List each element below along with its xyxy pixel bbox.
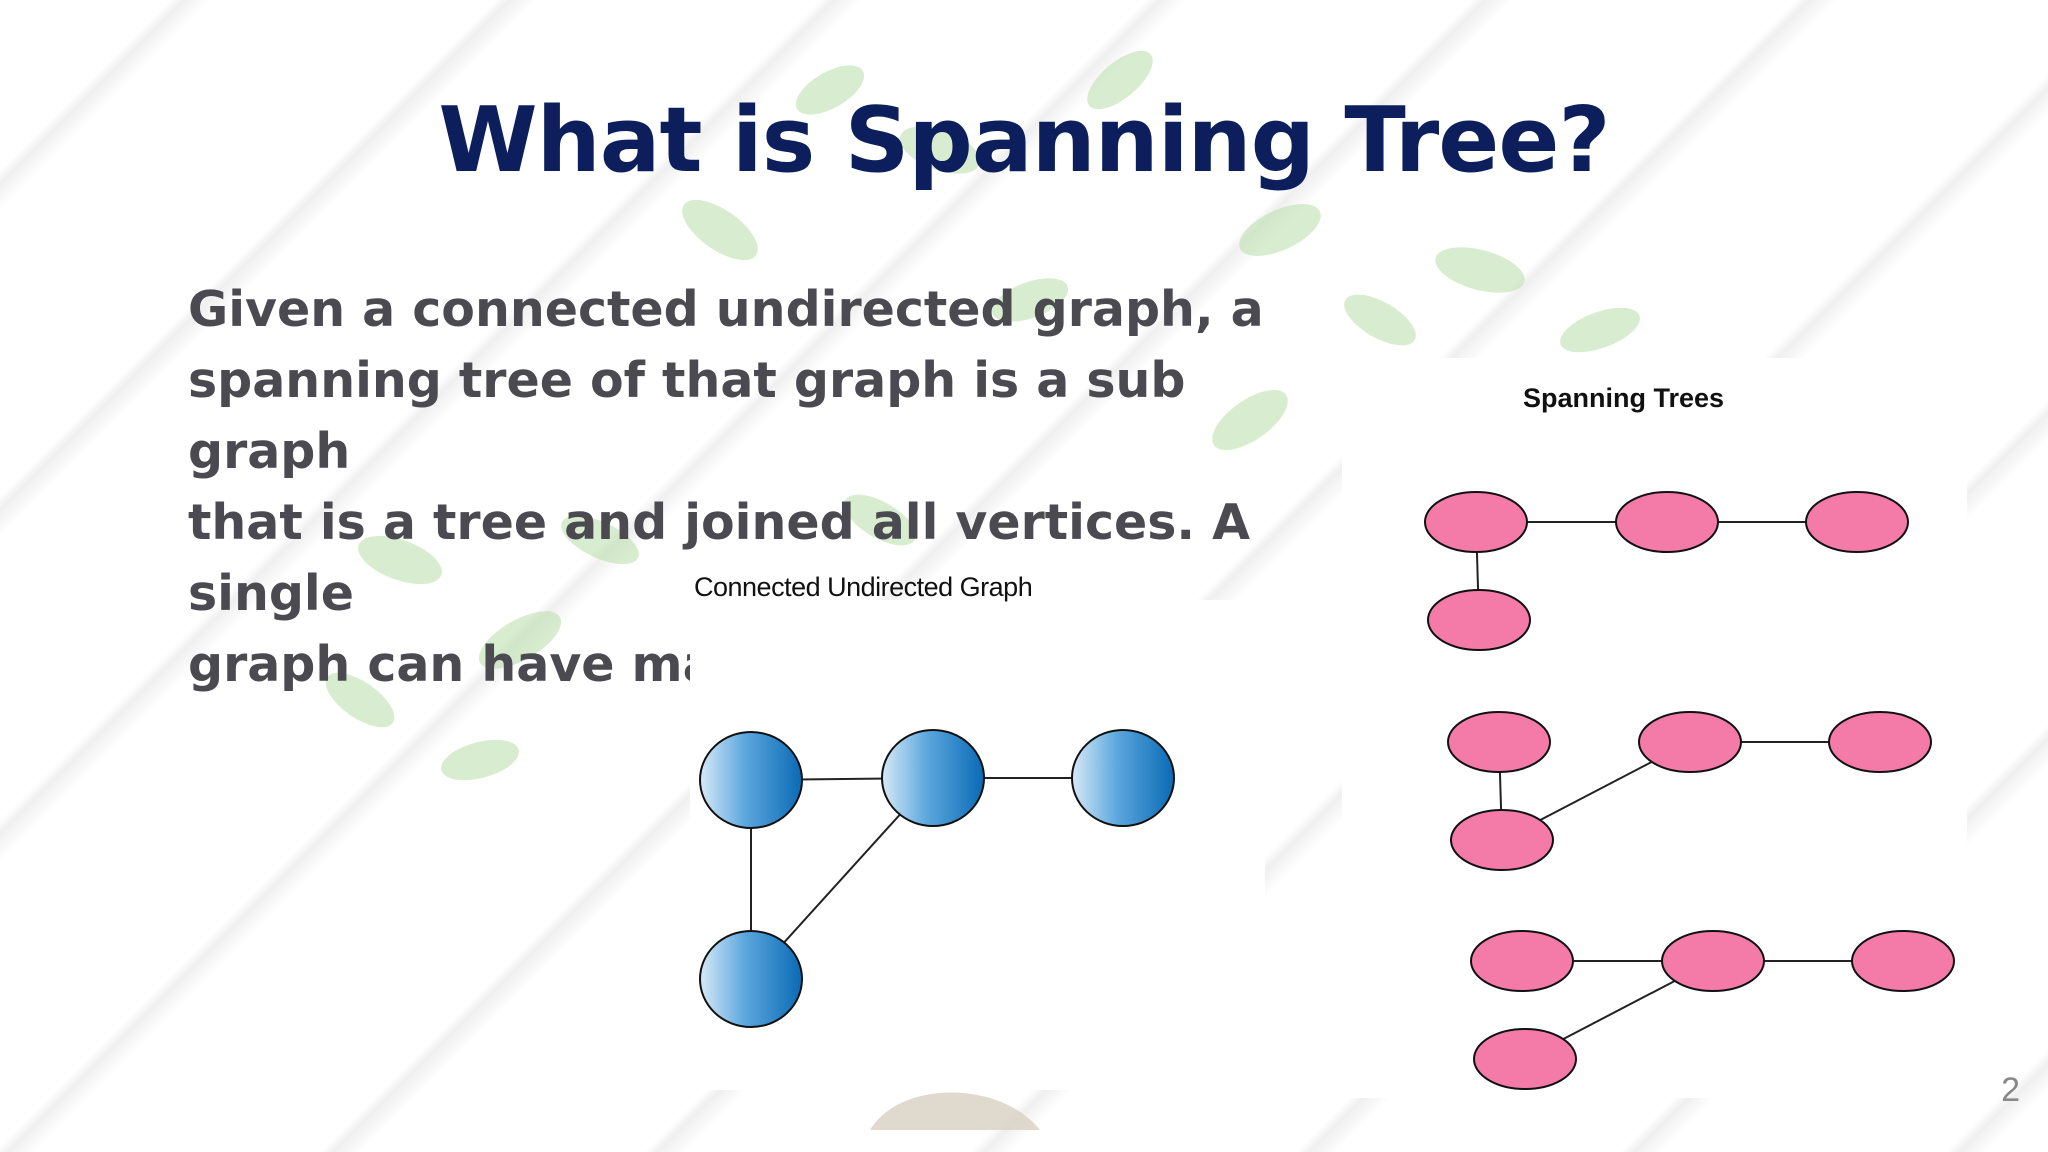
tree-node [1427, 589, 1531, 651]
graph-node [699, 731, 803, 829]
tree-node [1828, 711, 1932, 773]
tree-node [1638, 711, 1742, 773]
spanning-tree [1424, 491, 1909, 651]
graph-node [1071, 729, 1175, 827]
tree-node [1661, 930, 1765, 992]
tree-node [1447, 711, 1551, 773]
spanning-trees-group [1424, 491, 1955, 1090]
spanning-trees-caption: Spanning Trees [1523, 383, 1725, 413]
tree-node [1450, 809, 1554, 871]
definition-line: Given a connected undirected graph, a [188, 281, 1264, 338]
graph-node [881, 729, 985, 827]
spanning-tree [1447, 711, 1932, 871]
page-number: 2 [2001, 1071, 2020, 1109]
tree-node [1470, 930, 1574, 992]
tree-node [1805, 491, 1909, 553]
connected-graph-caption: Connected Undirected Graph [694, 572, 1033, 602]
definition-line: spanning tree of that graph is a sub gra… [188, 352, 1186, 480]
tree-node [1851, 930, 1955, 992]
graph-node [699, 930, 803, 1028]
spanning-tree [1470, 930, 1955, 1090]
tree-node [1615, 491, 1719, 553]
tree-node [1424, 491, 1528, 553]
tree-node [1473, 1028, 1577, 1090]
slide-title: What is Spanning Tree? [438, 88, 1610, 193]
connected-undirected-graph [699, 729, 1175, 1028]
definition-line: that is a tree and joined all vertices. … [188, 494, 1251, 622]
